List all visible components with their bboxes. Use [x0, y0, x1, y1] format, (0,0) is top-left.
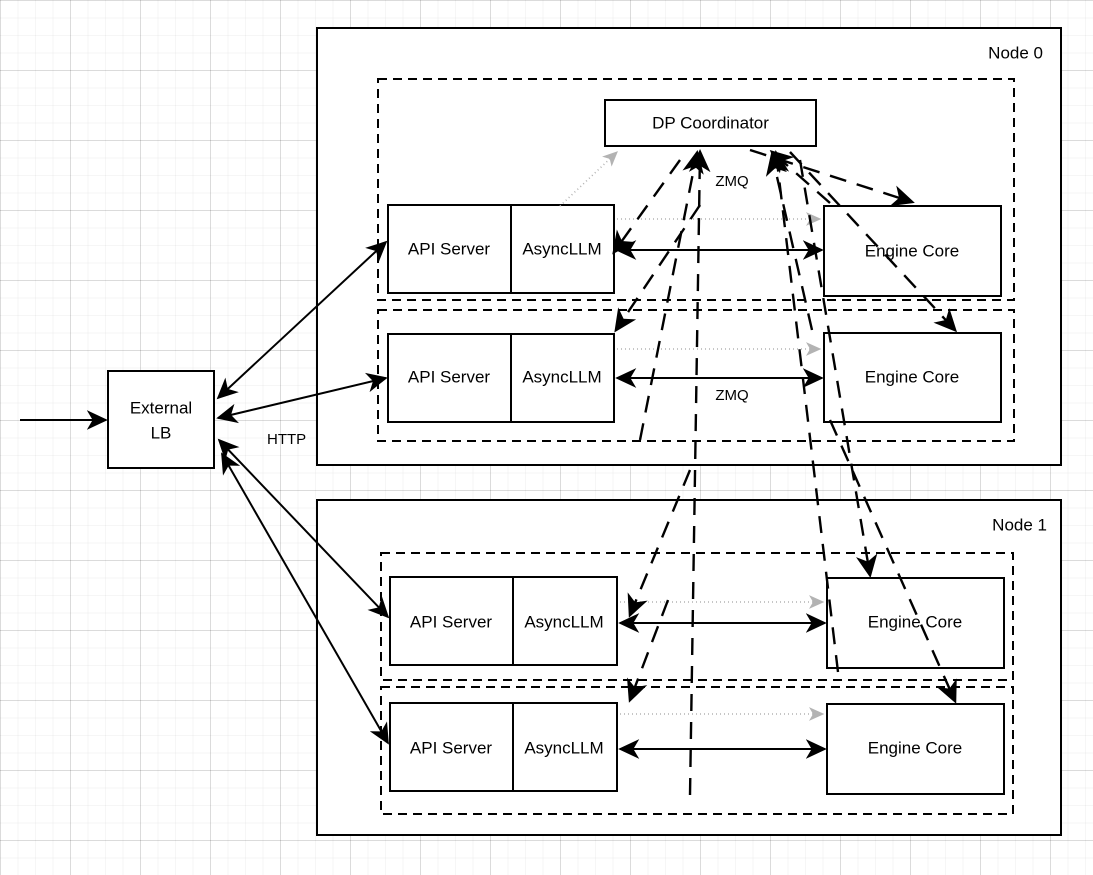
- dp-coordinator-label: DP Coordinator: [652, 113, 769, 132]
- node-1-rank-1-engine-to-coordinator: [688, 149, 711, 796]
- external-lb-label-line2: LB: [151, 423, 172, 442]
- coordinator-to-node-1-rank-1-asyncllm: [627, 599, 670, 703]
- node-1-rank-0-api-server-label: API Server: [410, 612, 493, 631]
- lb-to-node0-rank1-arrow: [216, 372, 388, 424]
- coordinator-to-node-1-rank-1-engine: [828, 419, 957, 704]
- node-1-rank-1-asyncllm-label: AsyncLLM: [524, 738, 603, 757]
- node-1-rank-1-engine-core-label: Engine Core: [868, 738, 963, 757]
- node-1-rank-0-server-box[interactable]: [389, 576, 618, 666]
- coordinator-to-node-0-rank-1-engine: [789, 151, 958, 333]
- node-1-label: Node 1: [992, 515, 1047, 534]
- node-1-rank-1-server-box[interactable]: [389, 702, 618, 792]
- coordinator-to-node-0-rank-0-asyncllm: [612, 159, 681, 255]
- node-0-label: Node 0: [988, 43, 1043, 62]
- http-label: HTTP: [267, 431, 306, 448]
- node-1-rank-0-engine-core-box[interactable]: [826, 577, 1005, 669]
- node-0-rank-1-engine-core-label: Engine Core: [865, 367, 960, 386]
- node-0-rank-1-api-server-label: API Server: [408, 367, 491, 386]
- node-0-rank-0-engine-core-label: Engine Core: [865, 241, 960, 260]
- node-0-rank-1-server-box[interactable]: [387, 333, 615, 423]
- node-1-rank-0-asyncllm-label: AsyncLLM: [524, 612, 603, 631]
- zmq-label-node-0-rank-1: ZMQ: [715, 387, 748, 404]
- node-0-rank-1-asyncllm-label: AsyncLLM: [522, 367, 601, 386]
- node-1-rank-1-group: [380, 686, 1014, 815]
- external-lb-box[interactable]: [107, 370, 215, 469]
- node-1-rank-0-group: [380, 552, 1014, 681]
- node-1-rank-0-engine-core-label: Engine Core: [868, 612, 963, 631]
- node-0-rank-1-group: [377, 309, 1015, 442]
- coordinator-to-node-0-rank-0-engine: [749, 148, 915, 207]
- coordinator-to-node-1-rank-0-engine: [798, 159, 878, 578]
- coordinator-to-node-0-rank-1-asyncllm: [614, 204, 701, 333]
- node-1-rank-1-engine-core-box[interactable]: [826, 703, 1005, 795]
- node-1-rank-1-api-server-label: API Server: [410, 738, 493, 757]
- node-0-rank-0-group: [377, 78, 1015, 301]
- node-0-rank-1-engine-core-box[interactable]: [823, 332, 1002, 423]
- dp-coordinator-box[interactable]: [604, 99, 817, 147]
- node-0-extra-engine-to-coordinator: [638, 150, 704, 441]
- node-0-rank-0-asyncllm-label: AsyncLLM: [522, 239, 601, 258]
- external-lb-label-line1: External: [130, 398, 192, 417]
- zmq-label-coordinator: ZMQ: [715, 173, 748, 190]
- node-0-rank-0-api-server-label: API Server: [408, 239, 491, 258]
- lb-to-node0-rank0-arrow: [216, 240, 388, 400]
- node-1-rank-0-engine-to-coordinator: [767, 150, 840, 673]
- lb-to-node1-rank1-arrow: [221, 452, 389, 745]
